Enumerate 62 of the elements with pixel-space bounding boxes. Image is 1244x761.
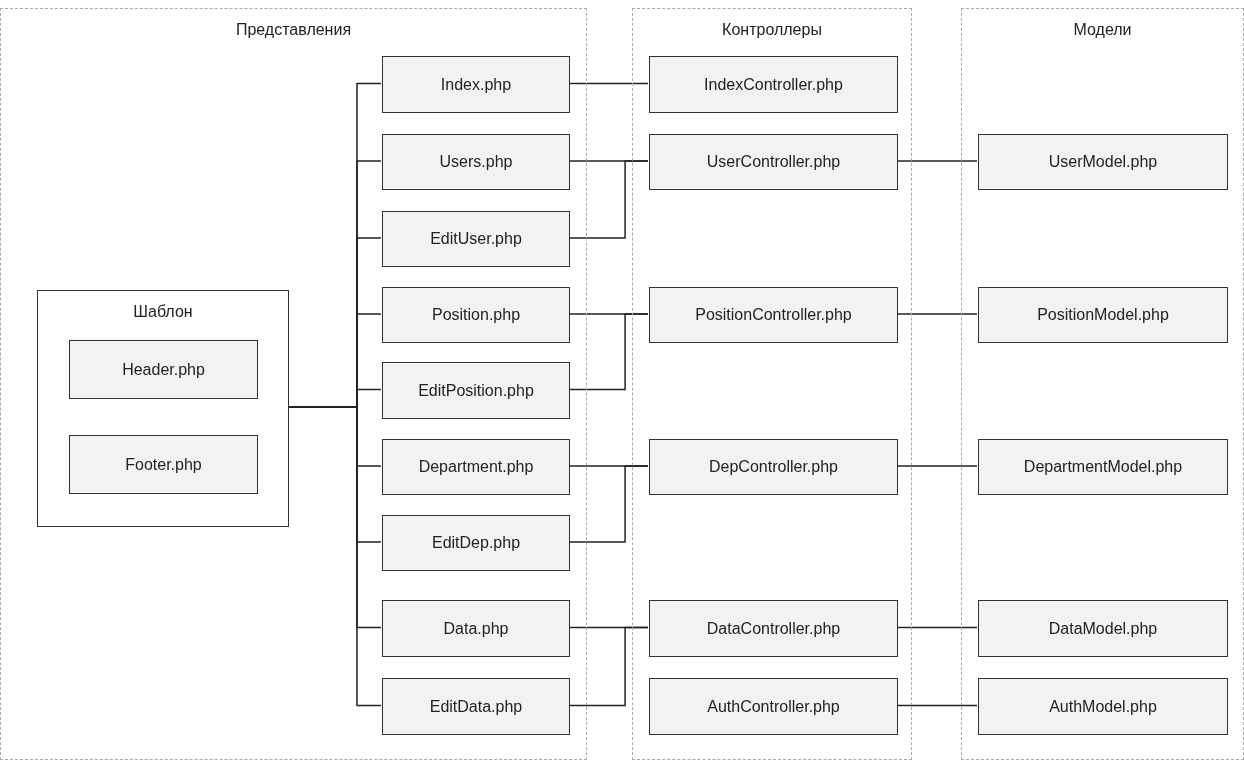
connector-line	[568, 465, 649, 543]
file-box	[382, 362, 570, 419]
file-box	[382, 439, 570, 495]
group-title: Представления	[235, 21, 352, 39]
file-name: AuthController.php	[707, 697, 840, 716]
file-box	[382, 287, 570, 343]
file-box	[382, 134, 570, 190]
file-box	[69, 340, 258, 399]
file-name: DepartmentModel.php	[1023, 458, 1183, 476]
file-name: Footer.php	[125, 455, 202, 474]
connector-line	[568, 626, 649, 707]
file-box	[382, 678, 570, 735]
file-name: Header.php	[122, 360, 205, 379]
file-name: EditPosition.php	[418, 381, 534, 400]
group-title: Контроллеры	[722, 21, 822, 39]
connector-line	[896, 704, 978, 707]
file-box	[382, 600, 570, 657]
file-box	[978, 600, 1228, 657]
connector-line	[896, 313, 978, 315]
file-name: EditUser.php	[430, 230, 522, 248]
file-box	[382, 515, 570, 571]
file-name: Data.php	[443, 619, 509, 638]
group-title: Шаблон	[133, 303, 193, 321]
file-box	[978, 287, 1228, 343]
file-name: UserModel.php	[1048, 153, 1158, 171]
file-box	[978, 439, 1228, 495]
file-box	[649, 134, 898, 190]
connector-line	[568, 313, 649, 391]
file-box	[649, 600, 898, 657]
file-name: Department.php	[418, 458, 534, 476]
file-box	[649, 678, 898, 735]
file-name: UserController.php	[706, 153, 841, 171]
file-box	[649, 56, 898, 113]
file-name: DepController.php	[709, 458, 838, 476]
group-title: Модели	[1073, 21, 1132, 39]
file-name: AuthModel.php	[1049, 697, 1157, 716]
connector-line	[568, 82, 649, 85]
file-box	[649, 287, 898, 343]
file-box	[978, 134, 1228, 190]
file-name: Index.php	[440, 75, 512, 94]
file-box	[382, 56, 570, 113]
file-box	[382, 211, 570, 267]
file-name: DataModel.php	[1048, 619, 1158, 638]
file-name: DataController.php	[706, 619, 841, 638]
dashed-group-frame	[0, 8, 587, 760]
file-name: PositionModel.php	[1037, 306, 1169, 324]
file-name: IndexController.php	[704, 75, 843, 94]
template-box	[37, 290, 289, 527]
dashed-group-frame	[632, 8, 912, 760]
file-name: Users.php	[439, 153, 513, 171]
connector-line	[896, 465, 978, 467]
file-name: EditDep.php	[431, 534, 521, 552]
connector-line	[896, 160, 978, 162]
file-name: Position.php	[431, 306, 521, 324]
file-name: EditData.php	[429, 697, 523, 716]
file-box	[978, 678, 1228, 735]
file-box	[69, 435, 258, 494]
file-name: PositionController.php	[695, 306, 852, 324]
dashed-group-frame	[961, 8, 1244, 760]
connector-line	[896, 626, 978, 629]
file-box	[649, 439, 898, 495]
connector-line	[568, 160, 649, 239]
